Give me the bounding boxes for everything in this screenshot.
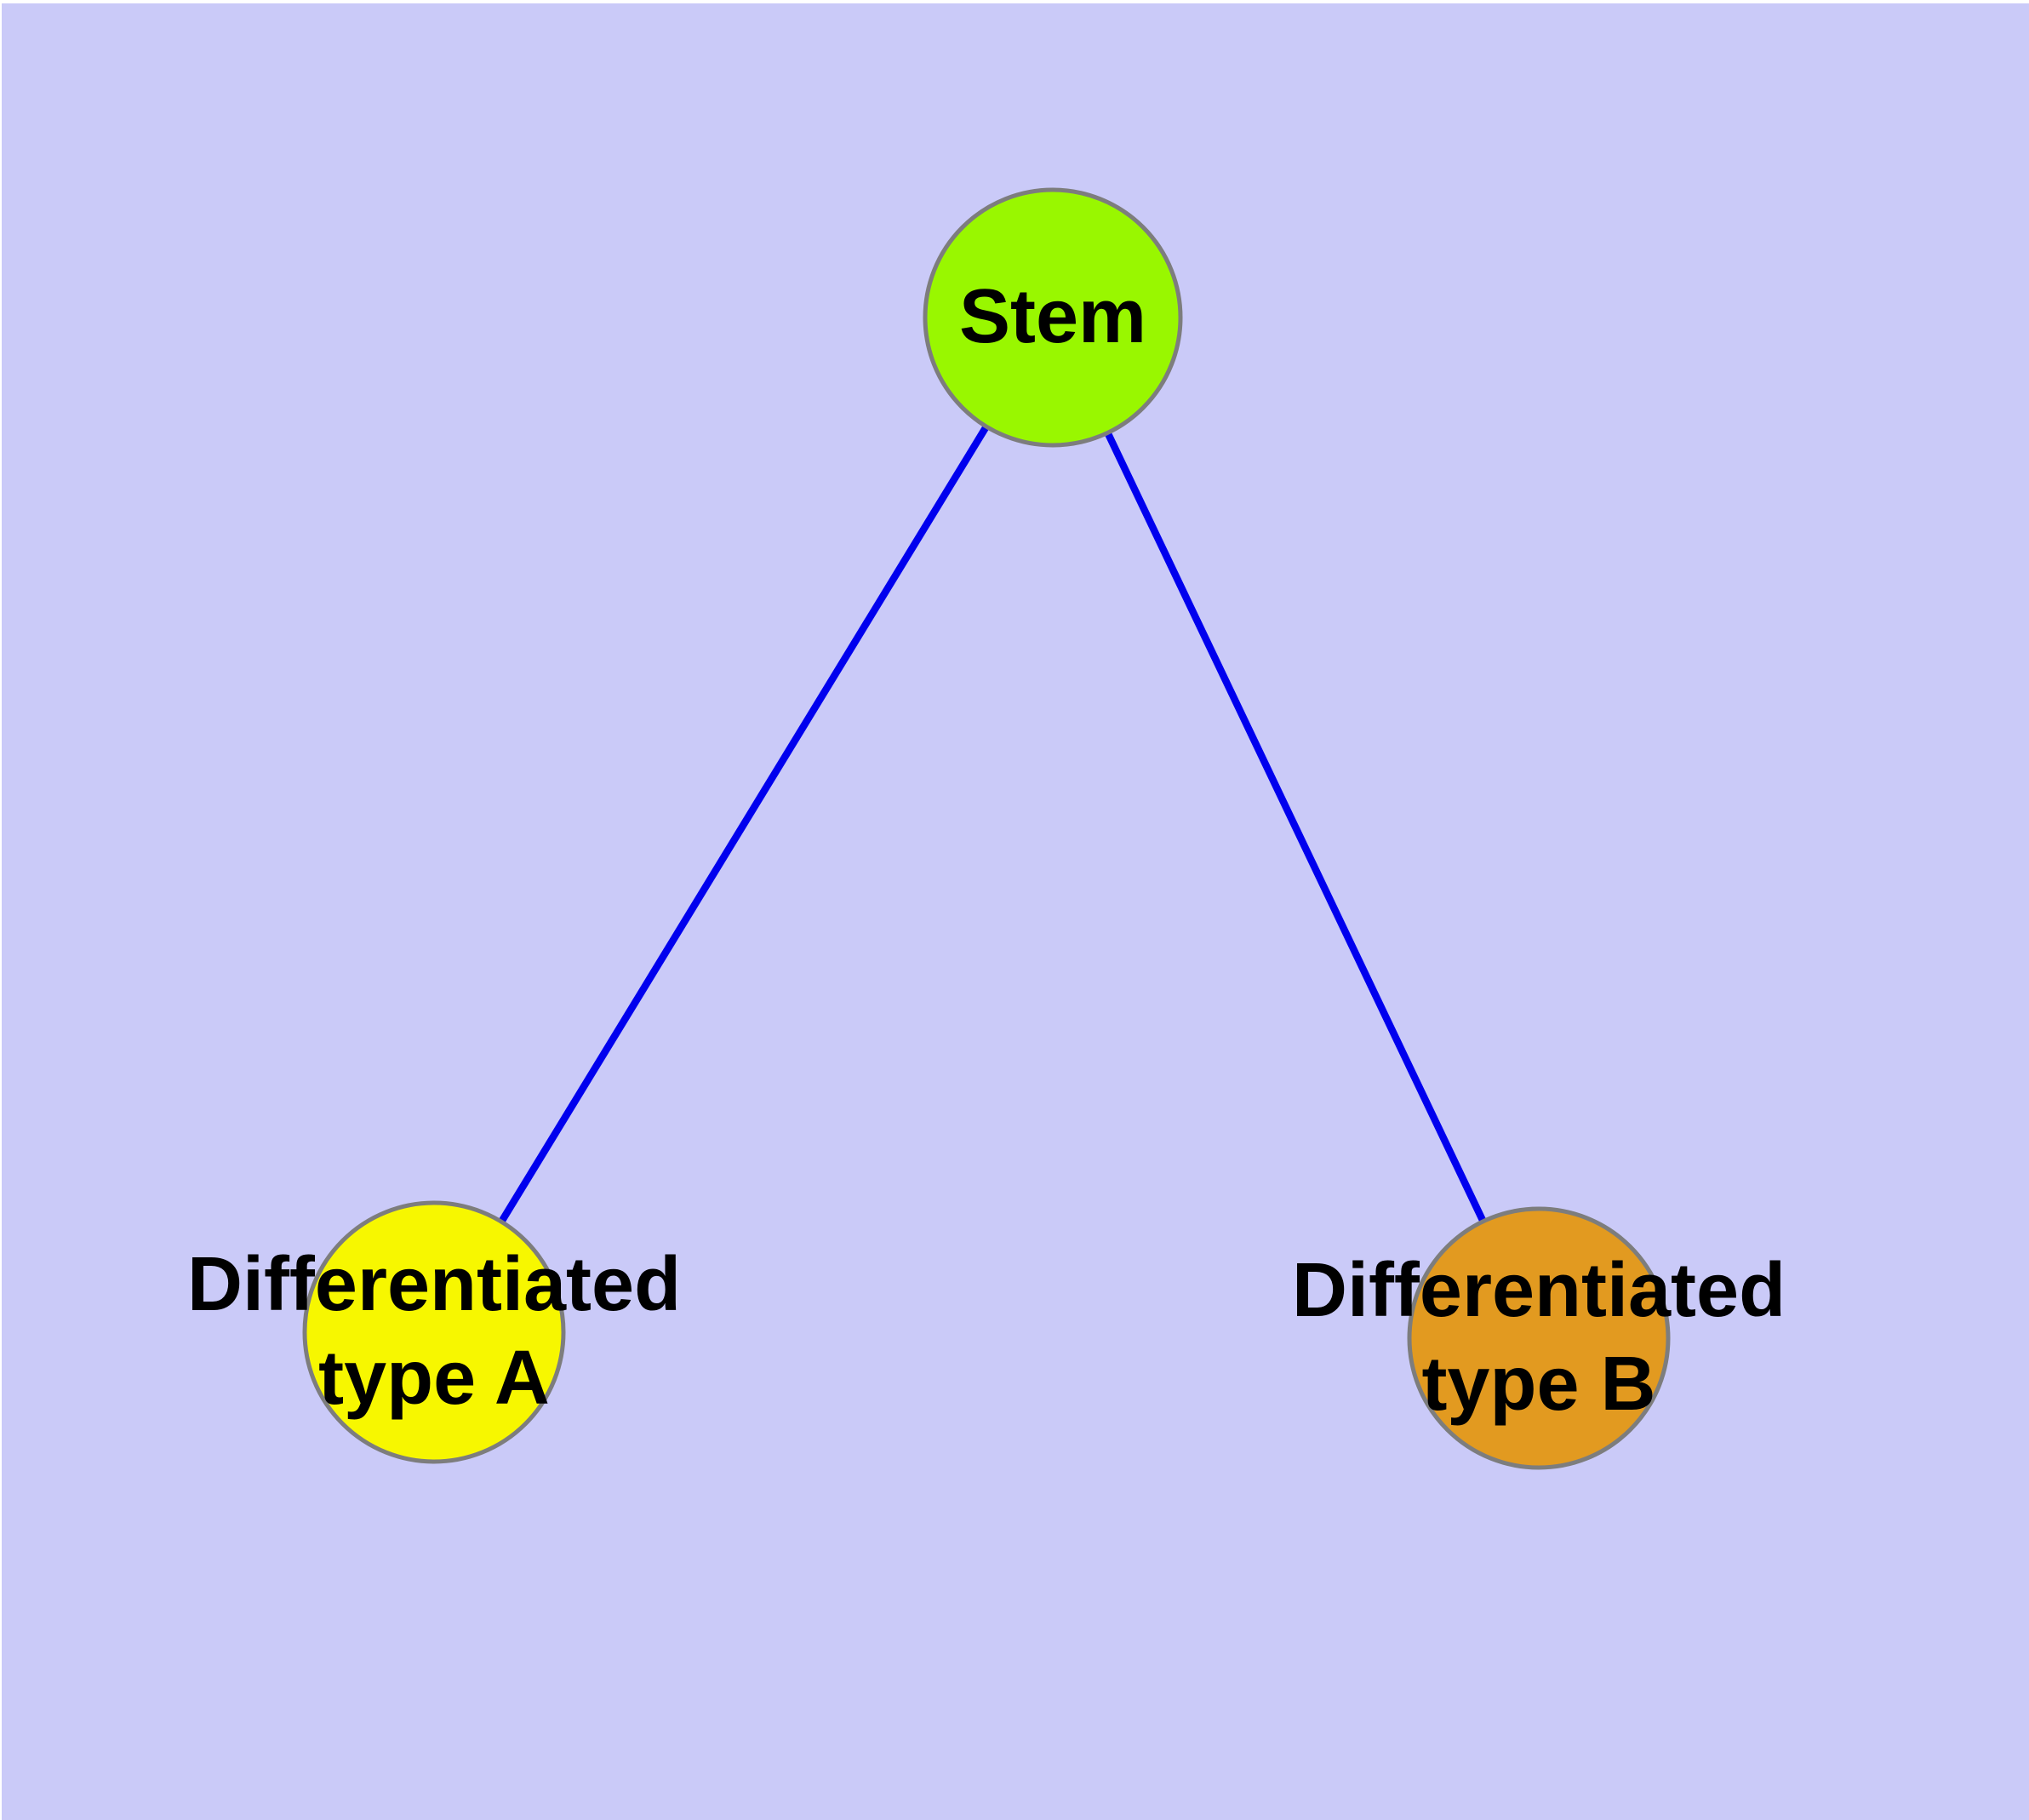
node-stem-circle: [923, 187, 1183, 448]
edge-stem-to-type-a: [431, 315, 1056, 1335]
node-type-a-circle: [302, 1200, 566, 1464]
node-type-b-circle: [1407, 1206, 1671, 1470]
edge-stem-to-type-b: [1049, 316, 1542, 1340]
